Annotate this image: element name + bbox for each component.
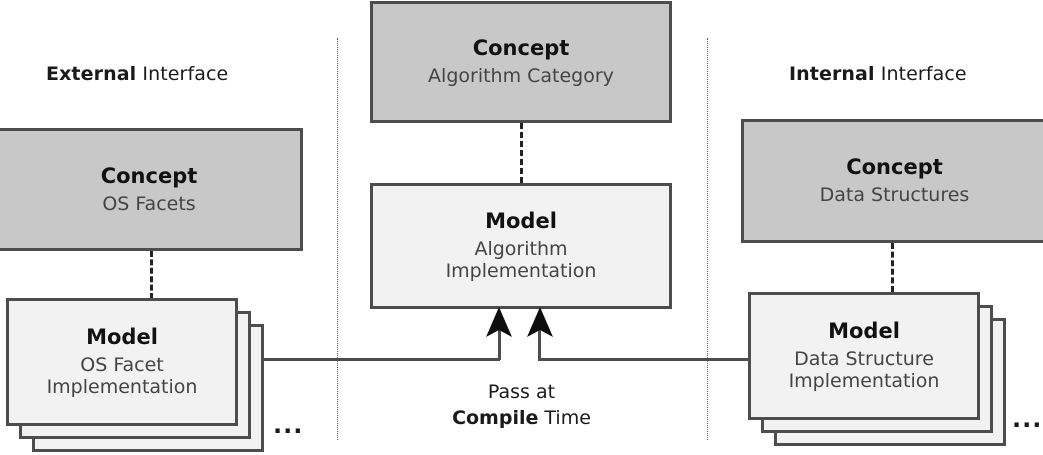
heading-external-interface: External Interface — [46, 63, 228, 85]
arrow-head-right — [527, 307, 553, 337]
pass-label-line1: Pass at — [487, 381, 556, 403]
node-subtitle: OS Facets — [102, 192, 196, 215]
pass-label-bold: Compile — [452, 406, 539, 429]
connector-left-stem — [498, 330, 501, 360]
node-title: Model — [485, 209, 557, 234]
link-dashed-left — [150, 251, 153, 299]
node-model-data-structure-impl[interactable]: Model Data Structure Implementation — [748, 292, 980, 420]
arrow-head-left — [486, 307, 512, 337]
node-concept-data-structures[interactable]: Concept Data Structures — [741, 119, 1043, 243]
heading-internal-rest: Interface — [874, 63, 967, 85]
ellipsis-right: ... — [1012, 405, 1043, 433]
divider-right — [707, 38, 708, 440]
node-title: Model — [828, 319, 900, 344]
node-title: Model — [86, 325, 158, 350]
node-subtitle: Algorithm Category — [428, 65, 614, 88]
connector-right-stem — [538, 330, 541, 360]
heading-external-bold: External — [46, 63, 137, 85]
node-subtitle: Data Structures — [819, 184, 970, 207]
node-concept-algorithm-category[interactable]: Concept Algorithm Category — [370, 1, 672, 123]
node-title: Concept — [100, 163, 198, 188]
heading-internal-interface: Internal Interface — [789, 63, 967, 85]
node-model-os-facet-impl[interactable]: Model OS Facet Implementation — [6, 298, 238, 426]
link-dashed-right — [891, 243, 894, 292]
label-pass-at-compile-time: Pass at Compile Time — [399, 380, 644, 431]
ellipsis-left: ... — [273, 411, 304, 439]
connector-left-rail — [264, 358, 500, 361]
link-dashed-middle — [520, 123, 523, 183]
node-concept-os-facets[interactable]: Concept OS Facets — [0, 128, 303, 251]
pass-label-rest: Time — [538, 406, 591, 429]
divider-left — [337, 38, 338, 440]
connector-right-rail — [538, 358, 750, 361]
node-title: Concept — [472, 36, 570, 61]
node-subtitle: OS Facet Implementation — [46, 353, 198, 399]
heading-external-rest: Interface — [136, 63, 229, 85]
node-model-algorithm-impl[interactable]: Model Algorithm Implementation — [370, 183, 672, 309]
node-subtitle: Algorithm Implementation — [445, 237, 597, 283]
node-title: Concept — [846, 155, 943, 180]
node-subtitle: Data Structure Implementation — [788, 347, 940, 393]
pass-label-line2: Compile Time — [399, 406, 644, 432]
heading-internal-bold: Internal — [789, 63, 875, 85]
